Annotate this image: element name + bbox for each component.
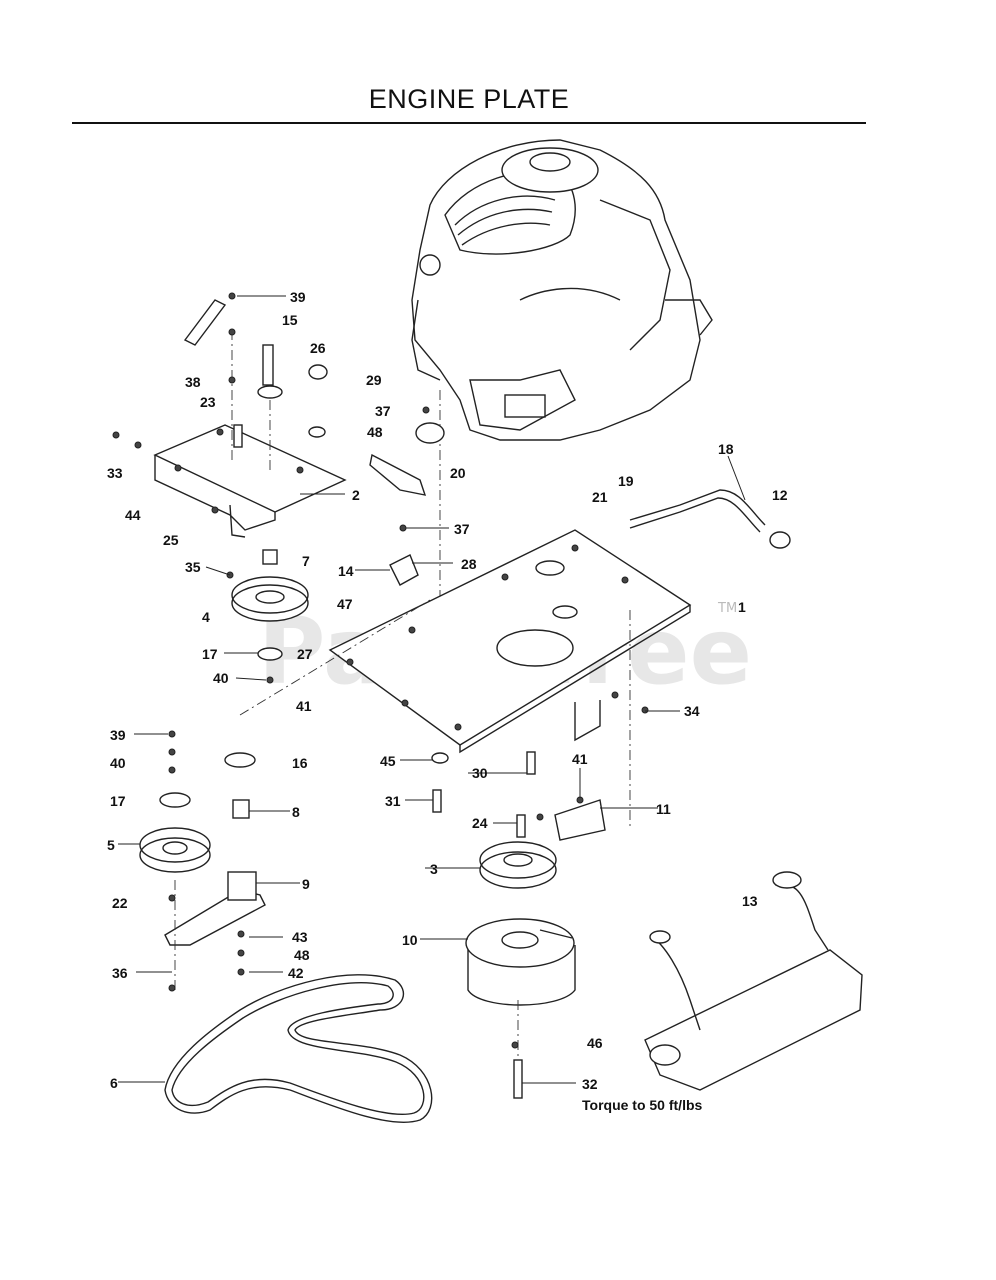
leader-lines bbox=[118, 295, 746, 1084]
callout-44: 44 bbox=[125, 507, 141, 523]
callout-2: 2 bbox=[352, 487, 360, 503]
callout-15: 15 bbox=[282, 312, 298, 328]
callout-17b: 17 bbox=[110, 793, 126, 809]
fuel-fitting bbox=[369, 453, 427, 496]
callout-3: 3 bbox=[430, 861, 438, 877]
fuel-line bbox=[629, 489, 766, 526]
callout-40b: 40 bbox=[110, 755, 126, 771]
drive-belt bbox=[164, 974, 433, 1123]
callout-6: 6 bbox=[110, 1075, 118, 1091]
callout-48b: 48 bbox=[294, 947, 310, 963]
throttle-bracket bbox=[389, 554, 419, 586]
page-title: ENGINE PLATE bbox=[368, 84, 570, 114]
callout-38: 38 bbox=[185, 374, 201, 390]
callout-26: 26 bbox=[310, 340, 326, 356]
callout-46: 46 bbox=[587, 1035, 603, 1051]
idler-arm bbox=[164, 871, 266, 990]
callout-18: 18 bbox=[718, 441, 734, 457]
callout-39a: 39 bbox=[290, 289, 306, 305]
electric-clutch bbox=[465, 918, 576, 1099]
drive-pulley bbox=[479, 841, 557, 889]
callout-25: 25 bbox=[163, 532, 179, 548]
callout-33: 33 bbox=[107, 465, 123, 481]
mount-bracket bbox=[554, 799, 606, 841]
callout-30: 30 bbox=[472, 765, 488, 781]
callout-16: 16 bbox=[292, 755, 308, 771]
callout-32: 32 bbox=[582, 1076, 598, 1092]
callout-5: 5 bbox=[107, 837, 115, 853]
callout-42: 42 bbox=[288, 965, 304, 981]
callout-45: 45 bbox=[380, 753, 396, 769]
pump-bracket bbox=[153, 330, 347, 538]
engine-plate bbox=[239, 529, 692, 830]
callout-8: 8 bbox=[292, 804, 300, 820]
callout-35: 35 bbox=[185, 559, 201, 575]
callout-31: 31 bbox=[385, 793, 401, 809]
callout-36: 36 bbox=[112, 965, 128, 981]
callout-37b: 37 bbox=[454, 521, 470, 537]
callout-10: 10 bbox=[402, 932, 418, 948]
callout-41b: 41 bbox=[572, 751, 588, 767]
callout-4: 4 bbox=[202, 609, 210, 625]
callout-29: 29 bbox=[366, 372, 382, 388]
idler-pulley-upper bbox=[231, 549, 309, 661]
callout-37a: 37 bbox=[375, 403, 391, 419]
callout-9: 9 bbox=[302, 876, 310, 892]
callout-1: 1 bbox=[738, 599, 746, 615]
callout-14: 14 bbox=[338, 563, 354, 579]
callout-27: 27 bbox=[297, 646, 313, 662]
callouts: 1 2 3 4 5 6 7 8 9 10 11 12 13 14 15 16 1… bbox=[107, 289, 788, 1092]
callout-23: 23 bbox=[200, 394, 216, 410]
callout-7: 7 bbox=[302, 553, 310, 569]
callout-12: 12 bbox=[772, 487, 788, 503]
torque-note: Torque to 50 ft/lbs bbox=[582, 1097, 703, 1113]
callout-24: 24 bbox=[472, 815, 488, 831]
callout-22: 22 bbox=[112, 895, 128, 911]
grip-handle bbox=[183, 299, 227, 346]
callout-47: 47 bbox=[337, 596, 353, 612]
callout-48a: 48 bbox=[367, 424, 383, 440]
callout-19: 19 bbox=[618, 473, 634, 489]
watermark-tm: TM bbox=[717, 601, 737, 616]
callout-20: 20 bbox=[450, 465, 466, 481]
title-divider bbox=[72, 122, 866, 124]
callout-39b: 39 bbox=[110, 727, 126, 743]
callout-11: 11 bbox=[656, 801, 671, 817]
idler-pulley-lower bbox=[139, 752, 256, 873]
callout-40a: 40 bbox=[213, 670, 229, 686]
callout-41a: 41 bbox=[296, 698, 312, 714]
engine bbox=[411, 139, 713, 640]
callout-17a: 17 bbox=[202, 646, 218, 662]
callout-13: 13 bbox=[742, 893, 758, 909]
callout-21: 21 bbox=[592, 489, 608, 505]
muffler bbox=[644, 871, 863, 1091]
callout-43: 43 bbox=[292, 929, 308, 945]
callout-34: 34 bbox=[684, 703, 700, 719]
callout-28: 28 bbox=[461, 556, 477, 572]
